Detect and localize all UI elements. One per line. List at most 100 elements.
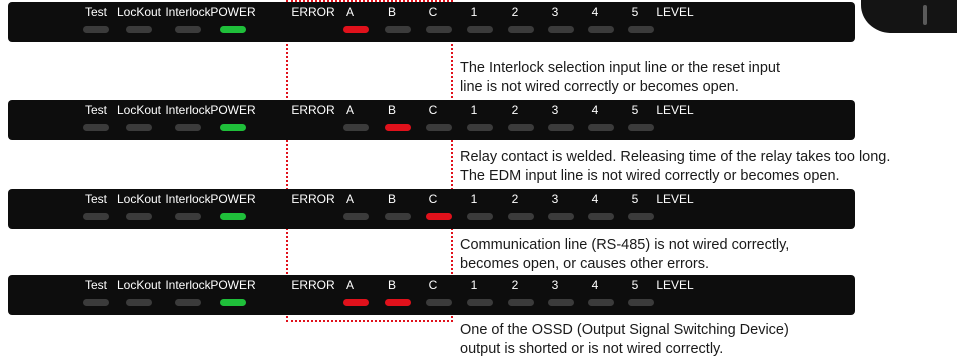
led-a [343, 213, 369, 220]
label-a: A [345, 278, 355, 292]
label-lockout: LocKout [116, 192, 162, 206]
label-power: POWER [210, 5, 256, 19]
description-line: The Interlock selection input line or th… [460, 60, 780, 76]
label-level-2: 2 [511, 192, 519, 206]
label-interlock: Interlock [165, 192, 211, 206]
description-line: becomes open, or causes other errors. [460, 256, 710, 272]
led-level-1 [467, 26, 493, 33]
led-level-4 [588, 213, 614, 220]
label-interlock: Interlock [165, 103, 211, 117]
label-b: B [387, 278, 397, 292]
led-b [385, 26, 411, 33]
label-lockout: LocKout [116, 103, 162, 117]
indicator-panel-error-b: Test LocKout Interlock POWER ERROR A B C… [8, 100, 855, 140]
label-interlock: Interlock [165, 5, 211, 19]
label-error: ERROR [291, 278, 335, 292]
label-level: LEVEL [656, 192, 694, 206]
label-power: POWER [210, 278, 256, 292]
led-interlock [175, 124, 201, 131]
label-error: ERROR [291, 192, 335, 206]
led-test [83, 26, 109, 33]
label-test: Test [84, 103, 108, 117]
led-level-3 [548, 213, 574, 220]
label-lockout: LocKout [116, 278, 162, 292]
led-interlock [175, 26, 201, 33]
led-level-2 [508, 213, 534, 220]
label-a: A [345, 103, 355, 117]
label-level-1: 1 [470, 5, 478, 19]
label-level-3: 3 [551, 103, 559, 117]
led-test [83, 299, 109, 306]
label-level-5: 5 [631, 103, 639, 117]
led-level-4 [588, 124, 614, 131]
led-power [220, 299, 246, 306]
label-b: B [387, 5, 397, 19]
led-interlock [175, 299, 201, 306]
label-power: POWER [210, 103, 256, 117]
label-level-1: 1 [470, 103, 478, 117]
label-level-4: 4 [591, 192, 599, 206]
description-line: Relay contact is welded. Releasing time … [460, 149, 891, 165]
device-body [861, 0, 957, 33]
label-level-5: 5 [631, 5, 639, 19]
led-power [220, 26, 246, 33]
led-level-1 [467, 124, 493, 131]
description-line: output is shorted or is not wired correc… [460, 341, 724, 357]
label-test: Test [84, 5, 108, 19]
led-lockout [126, 299, 152, 306]
led-level-2 [508, 124, 534, 131]
led-level-4 [588, 26, 614, 33]
led-level-4 [588, 299, 614, 306]
label-level-4: 4 [591, 103, 599, 117]
led-c [426, 26, 452, 33]
indicator-panel-error-c: Test LocKout Interlock POWER ERROR A B C… [8, 189, 855, 229]
label-level: LEVEL [656, 5, 694, 19]
led-level-3 [548, 124, 574, 131]
label-a: A [345, 192, 355, 206]
led-level-5 [628, 124, 654, 131]
led-a [343, 26, 369, 33]
label-level-4: 4 [591, 278, 599, 292]
label-error: ERROR [291, 5, 335, 19]
indicator-panel-error-ab: Test LocKout Interlock POWER ERROR A B C… [8, 275, 855, 315]
led-a [343, 299, 369, 306]
led-level-5 [628, 299, 654, 306]
label-level-4: 4 [591, 5, 599, 19]
label-level-3: 3 [551, 278, 559, 292]
error-leds-highlight-box [286, 0, 453, 322]
description-error-a: The Interlock selection input line or th… [460, 59, 780, 97]
description-error-ab: One of the OSSD (Output Signal Switching… [460, 321, 789, 359]
label-level-3: 3 [551, 192, 559, 206]
label-lockout: LocKout [116, 5, 162, 19]
label-c: C [428, 278, 438, 292]
led-b [385, 124, 411, 131]
led-b [385, 299, 411, 306]
label-power: POWER [210, 192, 256, 206]
label-error: ERROR [291, 103, 335, 117]
led-level-5 [628, 213, 654, 220]
label-c: C [428, 5, 438, 19]
label-test: Test [84, 278, 108, 292]
label-level-1: 1 [470, 192, 478, 206]
device-highlight [923, 5, 927, 25]
label-test: Test [84, 192, 108, 206]
label-level-5: 5 [631, 192, 639, 206]
led-interlock [175, 213, 201, 220]
indicator-panel-error-a: Test LocKout Interlock POWER ERROR A B C… [8, 2, 855, 42]
led-lockout [126, 26, 152, 33]
device-photo-fragment [853, 0, 957, 33]
led-c [426, 299, 452, 306]
label-interlock: Interlock [165, 278, 211, 292]
description-error-b: Relay contact is welded. Releasing time … [460, 148, 890, 186]
label-level-5: 5 [631, 278, 639, 292]
led-level-3 [548, 26, 574, 33]
led-level-2 [508, 299, 534, 306]
led-b [385, 213, 411, 220]
led-power [220, 124, 246, 131]
led-a [343, 124, 369, 131]
label-level-2: 2 [511, 5, 519, 19]
label-b: B [387, 192, 397, 206]
led-power [220, 213, 246, 220]
label-c: C [428, 103, 438, 117]
label-level-3: 3 [551, 5, 559, 19]
